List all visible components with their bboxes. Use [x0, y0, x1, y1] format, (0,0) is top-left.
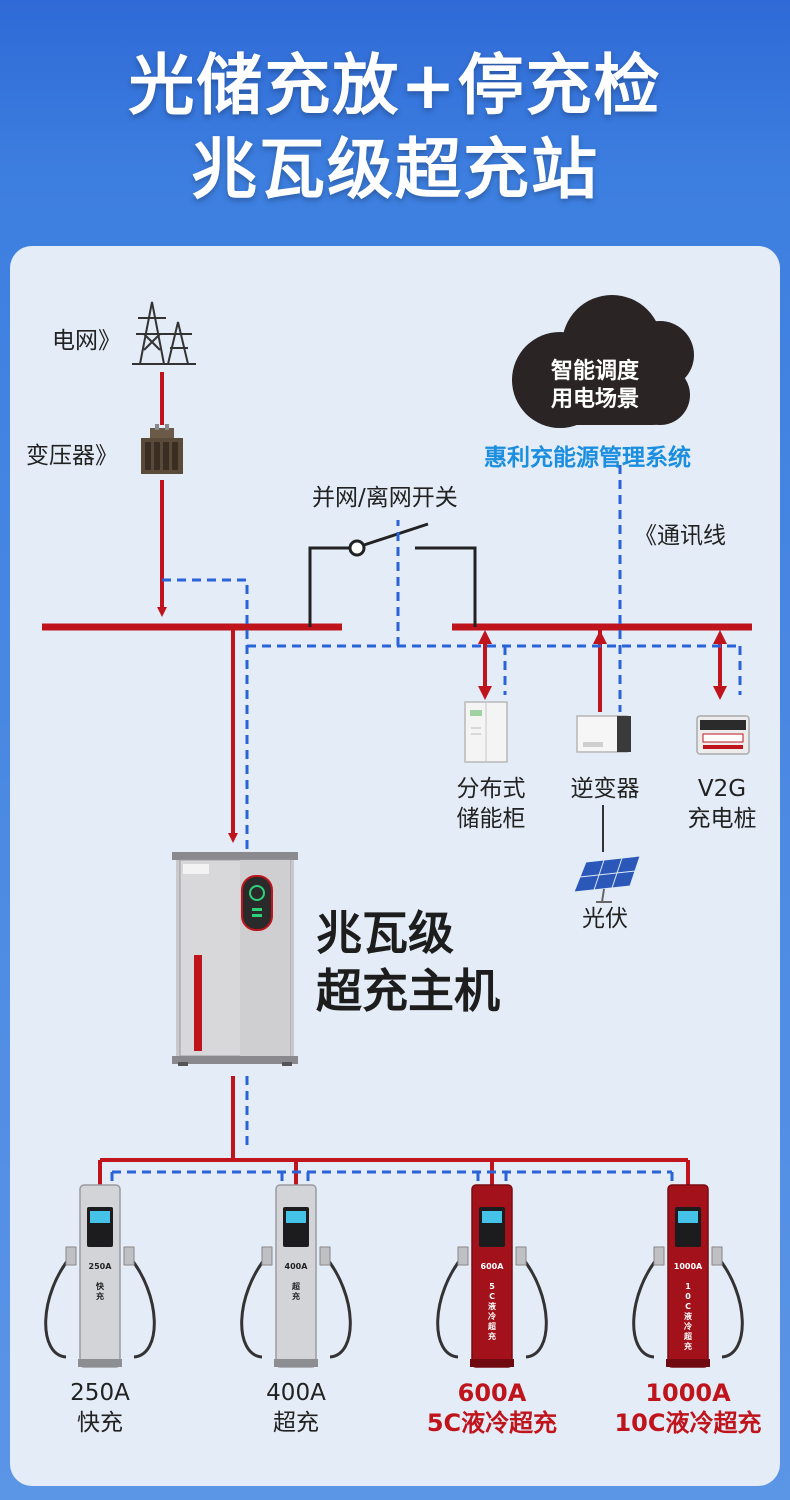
v2g-label: V2G 充电桩	[677, 774, 767, 834]
storage-cabinet-icon	[464, 701, 508, 763]
host-title: 兆瓦级 超充主机	[316, 904, 500, 1020]
charger-3-type: 5C液冷超充	[426, 1409, 558, 1437]
transformer-label: 变压器》	[26, 443, 118, 469]
power-lines	[42, 372, 752, 1185]
charger-cable-left	[632, 1254, 662, 1359]
hero-header: 光储充放+停充检 兆瓦级超充站	[0, 0, 790, 240]
transformer-icon	[141, 424, 183, 474]
charger-cable-right	[322, 1254, 352, 1359]
charger-holster-left	[653, 1246, 665, 1266]
charger-4-type: 10C液冷超充	[614, 1409, 762, 1437]
inverter-icon	[576, 715, 631, 753]
host-title-line-1: 兆瓦级	[316, 906, 454, 960]
charger-cable-left	[240, 1254, 270, 1359]
charger-4-label: 1000A 10C液冷超充	[598, 1378, 778, 1438]
charger-1-current: 250A	[70, 1380, 130, 1406]
charger-base	[274, 1359, 318, 1367]
charger-cable-right	[126, 1254, 156, 1359]
storage-label-line-2: 储能柜	[456, 806, 526, 832]
v2g-label-line-2: 充电桩	[687, 806, 757, 832]
host-cabinet	[172, 852, 298, 1066]
charger-3-label: 600A 5C液冷超充	[402, 1378, 582, 1438]
charger-screen-display	[90, 1211, 110, 1223]
v2g-charger-icon	[696, 715, 750, 755]
charger-post-current: 1000A	[674, 1262, 703, 1271]
system-label: 惠利充能源管理系统	[484, 445, 691, 471]
charger-base	[666, 1359, 710, 1367]
inverter-label: 逆变器	[570, 776, 640, 802]
charger-post-1: 250A 快充	[44, 1184, 156, 1368]
title-line-2: 兆瓦级超充站	[191, 131, 599, 208]
charger-holster-left	[261, 1246, 273, 1266]
v2g-label-line-1: V2G	[697, 776, 747, 802]
charger-base	[470, 1359, 514, 1367]
charger-post-type: 超充	[291, 1281, 301, 1301]
charger-2-label: 400A 超充	[236, 1378, 356, 1438]
charger-holster-right	[515, 1246, 527, 1266]
charger-3-current: 600A	[457, 1379, 527, 1407]
charger-base	[78, 1359, 122, 1367]
grid-switch	[308, 522, 477, 627]
charger-screen-display	[482, 1211, 502, 1223]
charger-1-label: 250A 快充	[40, 1378, 160, 1438]
charger-cable-left	[44, 1254, 74, 1359]
cloud-line-2: 用电场景	[550, 387, 639, 412]
power-tower-icon	[132, 301, 196, 365]
charger-holster-left	[457, 1246, 469, 1266]
pv-label: 光伏	[582, 906, 628, 932]
title-line-1: 光储充放+停充检	[128, 47, 662, 124]
storage-label-line-1: 分布式	[456, 776, 526, 802]
charger-cable-right	[714, 1254, 744, 1359]
charger-post-current: 400A	[285, 1262, 309, 1271]
charger-holster-right	[319, 1246, 331, 1266]
comm-lines	[110, 465, 742, 1188]
bidirectional-arrows	[483, 640, 722, 690]
charger-1-type: 快充	[77, 1410, 123, 1436]
cloud-line-1: 智能调度	[550, 359, 639, 384]
charger-cable-right	[518, 1254, 548, 1359]
charger-post-current: 600A	[481, 1262, 505, 1271]
diagram-panel	[10, 246, 780, 1486]
charger-screen-display	[286, 1211, 306, 1223]
charger-2-type: 超充	[273, 1410, 319, 1436]
charger-screen-display	[678, 1211, 698, 1223]
charger-2-current: 400A	[266, 1380, 326, 1406]
charger-4-current: 1000A	[645, 1379, 731, 1407]
charger-cable-left	[436, 1254, 466, 1359]
charger-holster-left	[65, 1246, 77, 1266]
charger-post-type: 快充	[96, 1281, 105, 1301]
comm-line-label: 《通讯线	[634, 523, 726, 549]
solar-panel-icon	[573, 855, 641, 903]
switch-label: 并网/离网开关	[312, 485, 458, 511]
charger-holster-right	[123, 1246, 135, 1266]
grid-label: 电网》	[52, 328, 121, 354]
cloud-icon	[512, 295, 694, 428]
storage-label: 分布式 储能柜	[446, 774, 536, 834]
charger-holster-right	[711, 1246, 723, 1266]
charger-post-2: 400A 超充	[240, 1184, 352, 1368]
charger-post-current: 250A	[89, 1262, 113, 1271]
cloud-label: 智能调度 用电场景	[530, 358, 660, 414]
host-title-line-2: 超充主机	[316, 964, 500, 1018]
